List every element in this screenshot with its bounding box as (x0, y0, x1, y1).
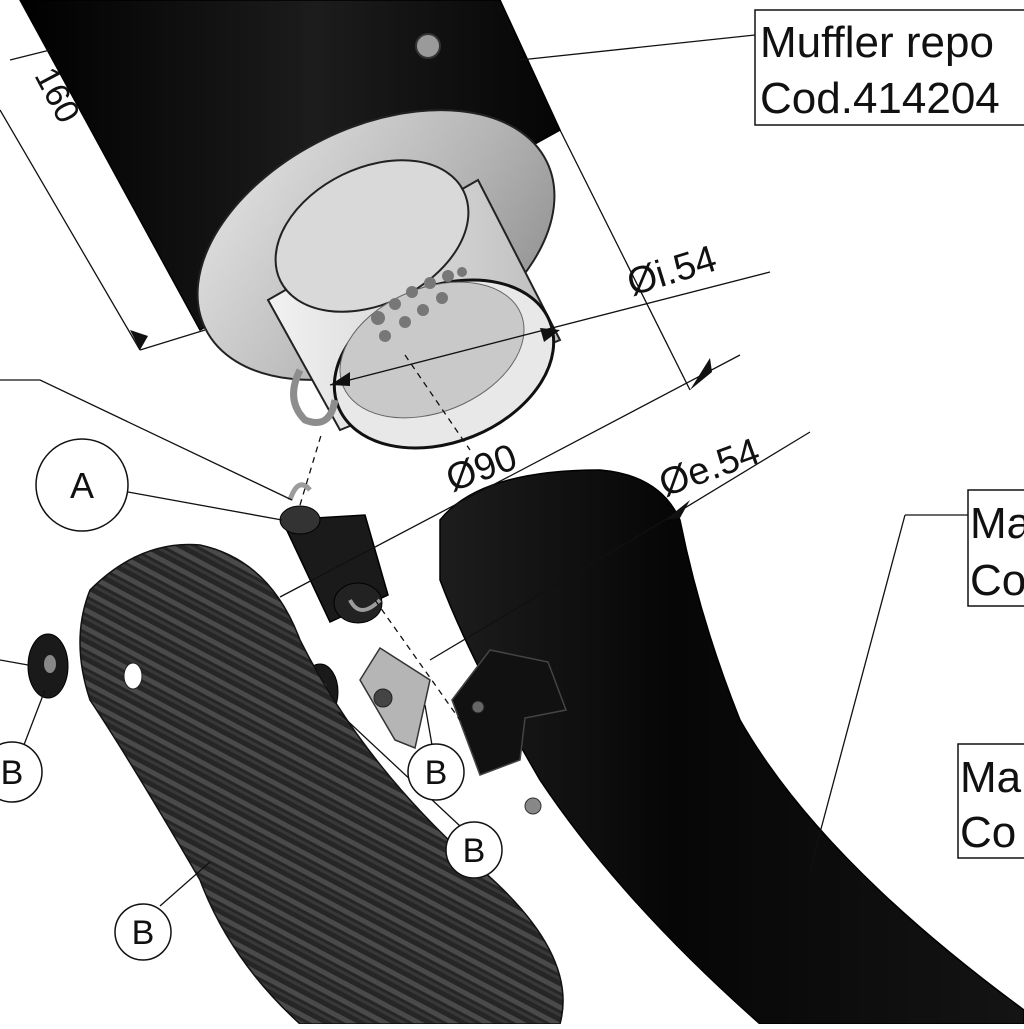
balloon-b-washer-label: B (463, 832, 486, 870)
dimension-inner-diameter: Øi.54 (622, 238, 721, 305)
mounting-plate (359, 646, 431, 750)
carbon-heat-shield (79, 543, 564, 1025)
spring-clip (279, 482, 389, 624)
balloon-a: A (35, 438, 129, 532)
balloon-b-washer: B (445, 821, 503, 879)
balloon-b-heatshield-label: B (132, 914, 155, 952)
callout-right-1-line1: Ma (970, 499, 1024, 548)
callout-muffler-line2: Cod.414204 (760, 74, 1000, 123)
dimension-arrows (130, 328, 712, 520)
callout-right-1-line2: Co (970, 556, 1024, 605)
balloon-b-left: B (0, 741, 43, 803)
callout-right-2-line1: Ma (960, 753, 1022, 802)
balloon-b-left-label: B (1, 754, 24, 792)
balloon-b-heatshield: B (114, 903, 172, 961)
muffler-body (19, 0, 562, 450)
balloon-b-bracket-label: B (425, 754, 448, 792)
callout-muffler-line1: Muffler repo (760, 18, 994, 67)
callout-right-2-line2: Co (960, 808, 1016, 857)
callout-muffler: Muffler repo Cod.414204 (754, 9, 1024, 126)
balloon-a-label: A (70, 465, 94, 506)
link-pipe (439, 469, 1024, 1025)
callout-right-1: Ma Co (967, 489, 1024, 607)
balloon-b-bracket: B (407, 743, 465, 801)
dimension-lines (0, 34, 968, 907)
washer-left (27, 633, 69, 699)
callout-right-2: Ma Co (957, 743, 1024, 859)
dimension-outer-diameter: Øe.54 (654, 431, 766, 506)
